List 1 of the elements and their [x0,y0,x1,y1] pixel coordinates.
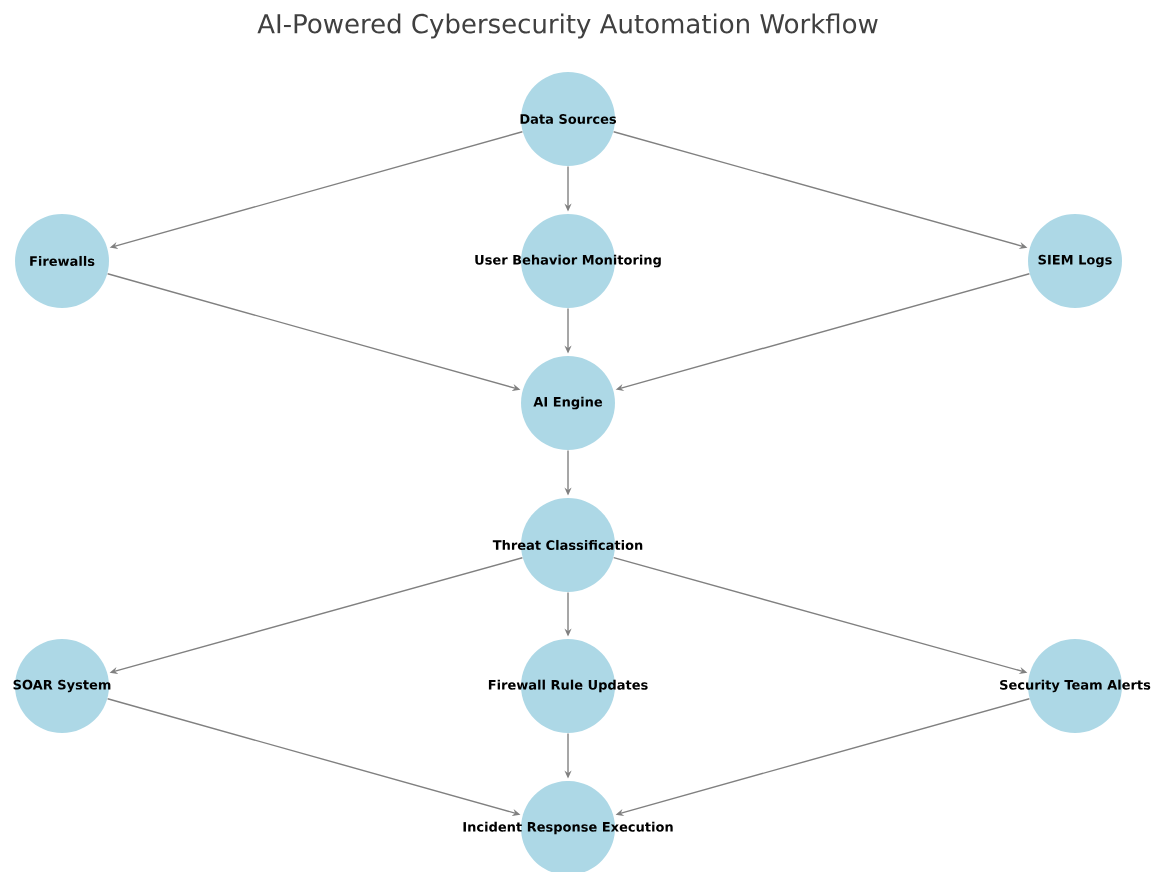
title: AI-Powered Cybersecurity Automation Workflow [257,13,878,39]
